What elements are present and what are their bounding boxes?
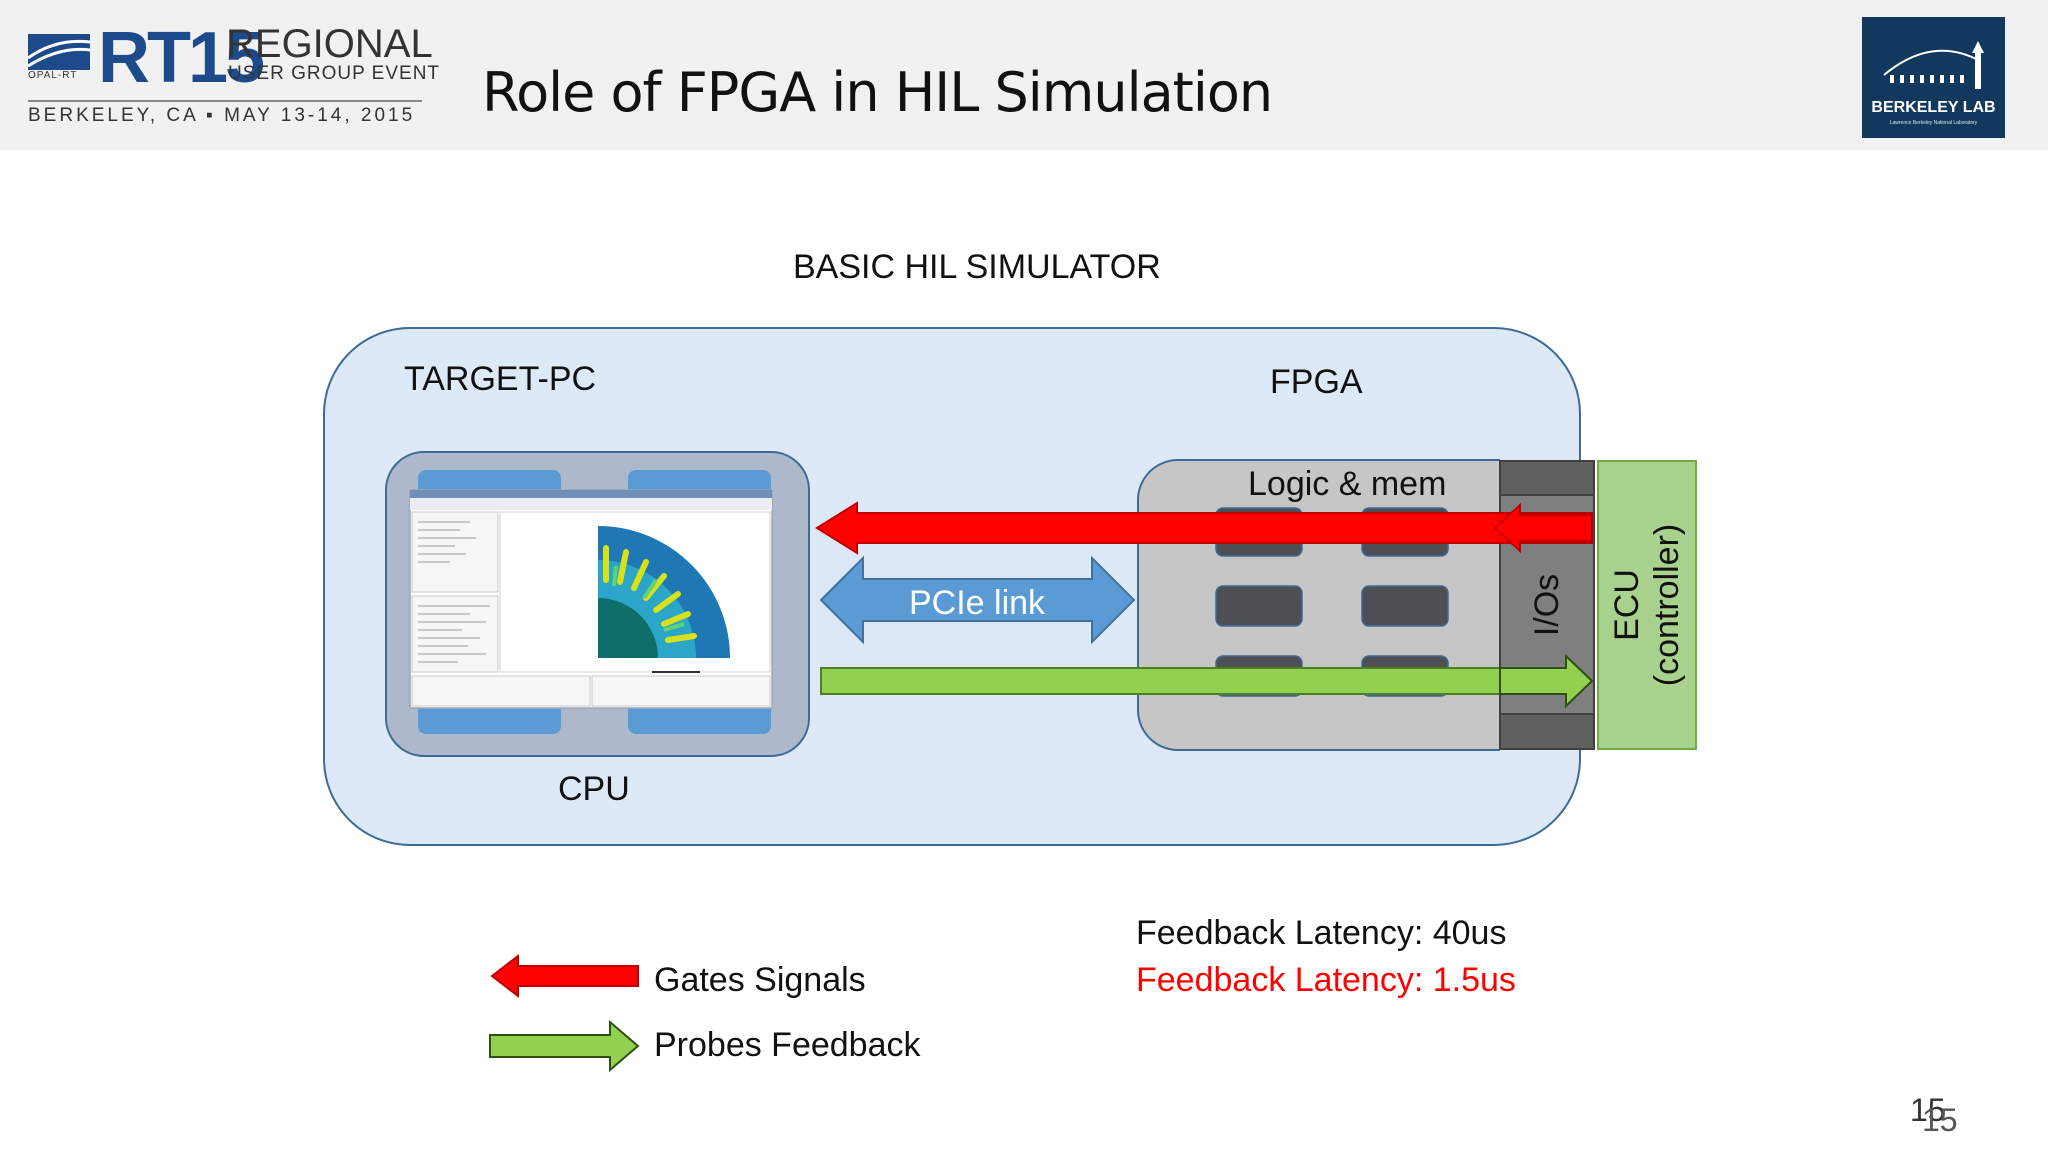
user-group-label: USER GROUP EVENT <box>228 63 441 84</box>
legend-gates-arrow-icon <box>490 953 639 999</box>
pcie-link-arrow <box>819 555 1136 645</box>
berkeley-lab-building-icon <box>1883 41 1984 89</box>
berkeley-lab-sublabel: Lawrence Berkeley National Laboratory <box>1889 120 1978 126</box>
probes-feedback-arrowhead <box>1499 653 1594 709</box>
logo-divider <box>28 100 422 102</box>
page-number: 15 <box>1910 1092 1946 1128</box>
slide-header <box>0 0 2048 150</box>
diagram-title: BASIC HIL SIMULATOR <box>793 248 1161 286</box>
pcie-link-label: PCIe link <box>909 584 1046 622</box>
ecu-block <box>1597 460 1697 750</box>
logic-mem-label: Logic & mem <box>1248 465 1447 503</box>
legend-probes-arrow-icon <box>489 1019 640 1073</box>
cpu-label: CPU <box>558 770 630 808</box>
event-location-date: BERKELEY, CA ▪ MAY 13-14, 2015 <box>28 105 416 126</box>
legend-gates-label: Gates Signals <box>654 961 866 999</box>
rt15-logo-icon <box>27 34 91 70</box>
gates-signal-arrowhead <box>1493 502 1593 554</box>
ecu-sublabel: (controller) <box>1648 523 1686 687</box>
target-pc-label: TARGET-PC <box>404 360 597 398</box>
ecu-label: ECU <box>1608 569 1646 641</box>
rt15-logo-text: RT15 <box>98 18 265 98</box>
ios-label: I/Os <box>1528 573 1566 637</box>
page-number-overlay: 15 <box>1922 1102 1958 1138</box>
fpga-logic-cell <box>1215 585 1303 627</box>
regional-label: REGIONAL <box>226 22 433 66</box>
cpu-feedback-latency: Feedback Latency: 40us <box>1136 914 1507 952</box>
fpga-feedback-latency: Feedback Latency: 1.5us <box>1136 961 1516 999</box>
simulation-software-screenshot <box>409 489 773 709</box>
berkeley-lab-label: BERKELEY LAB <box>1871 99 1996 116</box>
fpga-label: FPGA <box>1270 363 1363 401</box>
fpga-logic-cell <box>1361 585 1449 627</box>
page-title: Role of FPGA in HIL Simulation <box>482 61 1273 124</box>
opal-rt-label: OPAL-RT <box>28 70 78 81</box>
legend-probes-label: Probes Feedback <box>654 1026 921 1064</box>
berkeley-lab-logo: BERKELEY LAB Lawrence Berkeley National … <box>1862 17 2005 138</box>
